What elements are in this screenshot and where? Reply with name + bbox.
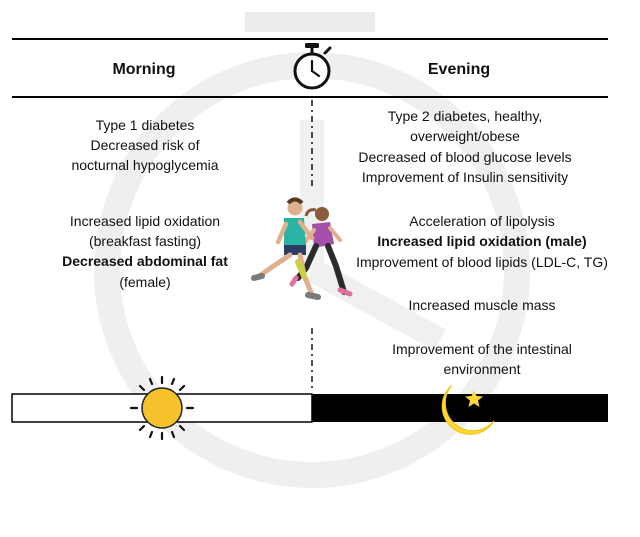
evening-benefit-line: Improvement of blood lipids (LDL-C, TG) (356, 254, 608, 270)
evening-benefit-line: Improvement of the intestinal (392, 341, 572, 357)
morning-benefit-line: Decreased risk of (90, 137, 200, 153)
evening-benefit-line: Improvement of Insulin sensitivity (361, 169, 569, 185)
morning-benefit-line: nocturnal hypoglycemia (71, 157, 219, 173)
morning-benefit-note: (female) (119, 274, 171, 290)
evening-condition-line: overweight/obese (410, 128, 520, 144)
night-bar (312, 394, 608, 422)
morning-benefit-note: (breakfast fasting) (88, 233, 202, 249)
evening-condition-line: Type 2 diabetes, healthy, (387, 108, 543, 124)
evening-benefit-line: Acceleration of lipolysis (409, 213, 555, 229)
evening-benefit-line: Decreased of blood glucose levels (358, 149, 572, 165)
male-runner (251, 197, 321, 300)
evening-header: Evening (427, 61, 491, 78)
evening-benefit-line: Increased muscle mass (408, 297, 556, 313)
morning-header: Morning (112, 61, 176, 78)
morning-benefit-line: Decreased abdominal fat (62, 253, 228, 269)
morning-condition-type1: Type 1 diabetes (95, 117, 195, 133)
evening-benefit-line: environment (443, 361, 521, 377)
evening-benefit-line: Increased lipid oxidation (male) (377, 233, 587, 249)
female-runner (289, 207, 353, 297)
morning-benefit-line: Increased lipid oxidation (69, 213, 221, 229)
